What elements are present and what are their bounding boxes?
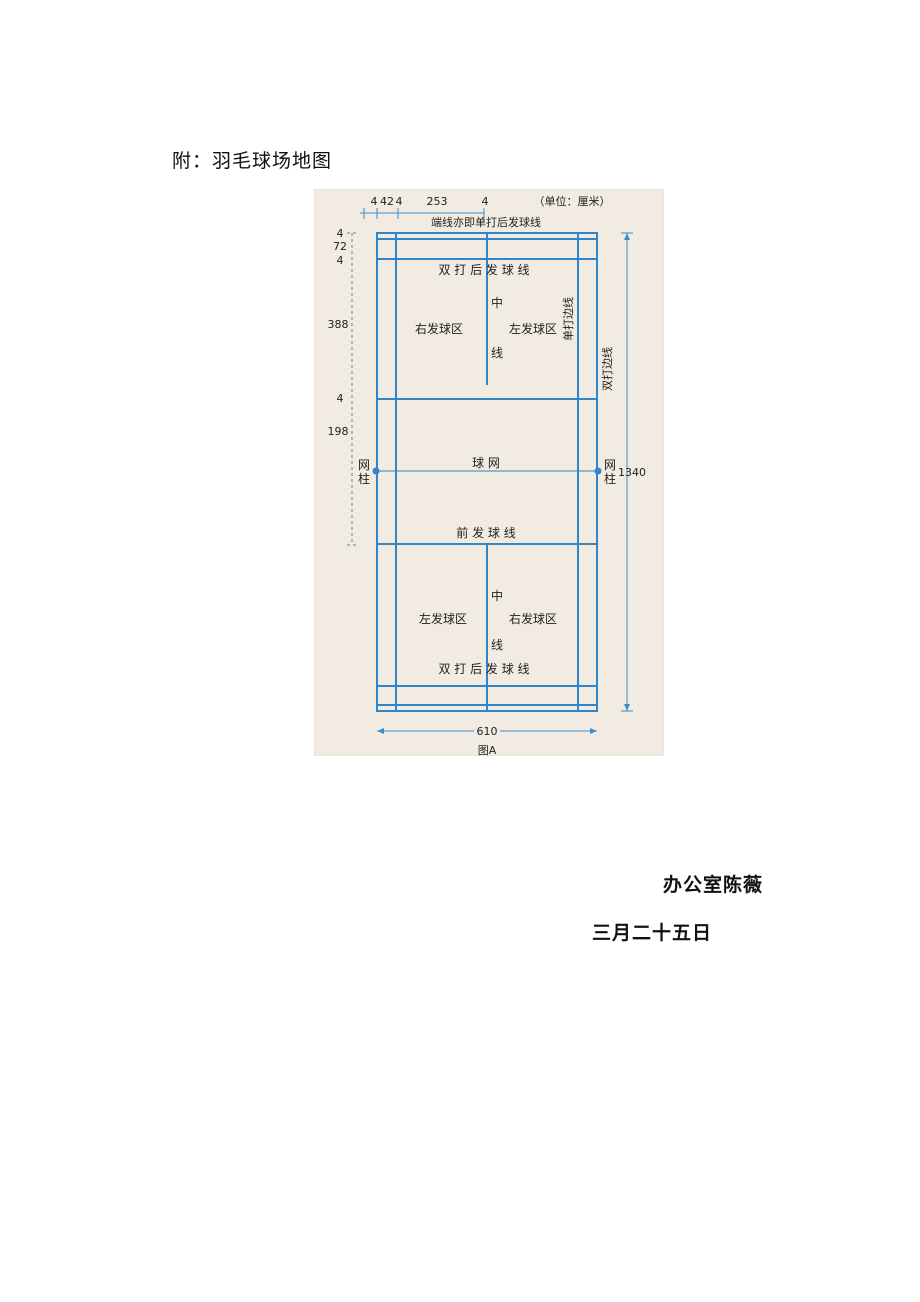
right-service-court-top-label: 右发球区	[415, 321, 463, 336]
right-dimension-line	[621, 232, 633, 712]
top-dimension	[360, 208, 485, 219]
dim-left-4c: 4	[337, 392, 344, 405]
dim-top-253: 253	[427, 195, 448, 208]
court-diagram-svg: 4 42 4 253 4 （单位：厘米） 端线亦即单打后发球线 4 72 4 3…	[314, 189, 664, 756]
dim-left-198: 198	[328, 425, 349, 438]
dim-bottom-610: 610	[477, 725, 498, 738]
figure-caption: 图A	[478, 744, 497, 756]
left-service-court-top-label: 左发球区	[509, 321, 557, 336]
short-service-line-label: 前 发 球 线	[456, 525, 515, 540]
court-lines	[376, 232, 598, 712]
dim-top-4b: 4	[396, 195, 403, 208]
dim-top-42: 42	[380, 195, 394, 208]
doubles-sideline-label: 双打边线	[600, 347, 614, 391]
dim-left-72: 72	[333, 240, 347, 253]
right-service-court-bottom-label: 右发球区	[509, 611, 557, 626]
center-line-top-char-1: 中	[491, 295, 503, 310]
net-post-right	[594, 467, 602, 475]
net-post-right-label-2: 柱	[604, 471, 616, 486]
dim-top-4a: 4	[371, 195, 378, 208]
singles-sideline-label: 单打边线	[561, 297, 575, 341]
doubles-long-service-label-bottom: 双 打 后 发 球 线	[438, 661, 529, 676]
dim-left-4a: 4	[337, 227, 344, 240]
signature-office: 办公室陈薇	[663, 874, 764, 896]
doubles-long-service-label-top: 双 打 后 发 球 线	[438, 262, 529, 277]
signature-date: 三月二十五日	[592, 922, 713, 944]
net-post-left-label-1: 网	[358, 458, 370, 472]
dim-right-1340: 1340	[618, 466, 646, 479]
end-line-label: 端线亦即单打后发球线	[431, 215, 541, 229]
center-line-bottom-char-2: 线	[491, 638, 503, 652]
paper-background	[314, 189, 664, 756]
unit-note: （单位：厘米）	[534, 194, 611, 208]
attachment-heading: 附：羽毛球场地图	[172, 150, 333, 172]
net-post-right-label-1: 网	[604, 458, 616, 472]
net-post-left-label-2: 柱	[358, 471, 370, 486]
badminton-court-diagram: 4 42 4 253 4 （单位：厘米） 端线亦即单打后发球线 4 72 4 3…	[314, 189, 664, 756]
dim-top-4c: 4	[482, 195, 489, 208]
dim-left-4b: 4	[337, 254, 344, 267]
left-dimension-line	[347, 232, 357, 546]
net-post-left	[372, 467, 380, 475]
dim-left-388: 388	[328, 318, 349, 331]
bottom-dimension-gap	[474, 724, 500, 737]
center-line-top-char-2: 线	[491, 346, 503, 360]
net-label: 球 网	[472, 456, 500, 470]
center-line-bottom-char-1: 中	[491, 588, 503, 603]
left-service-court-bottom-label: 左发球区	[419, 611, 467, 626]
